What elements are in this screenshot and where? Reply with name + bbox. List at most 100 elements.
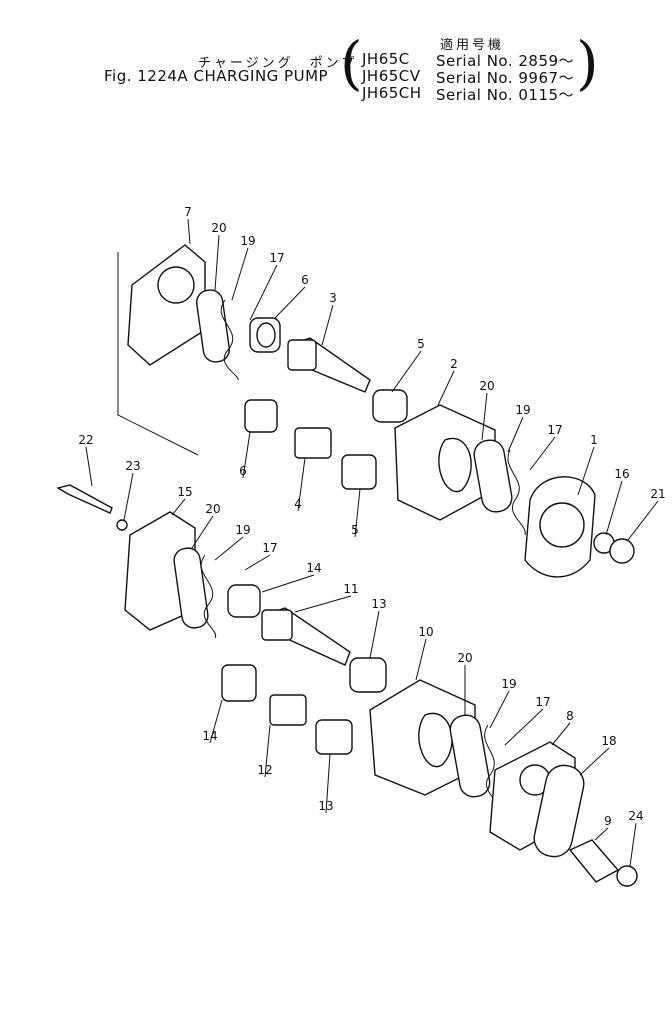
gasket-20-c — [173, 547, 209, 629]
callout-leader-13 — [369, 610, 380, 659]
gasket-18 — [533, 764, 585, 858]
model-jh65ch: JH65CH — [362, 84, 422, 102]
callout-leader-2 — [437, 370, 455, 406]
callout-leader-13 — [325, 753, 331, 814]
callout-label-20: 20 — [211, 221, 226, 235]
serial-jh65ch: Serial No. 0115～ — [436, 86, 575, 104]
model-jh65cv: JH65CV — [362, 67, 421, 85]
callout-label-10: 10 — [418, 625, 433, 639]
callout-leader-10 — [415, 638, 427, 681]
callout-label-1: 1 — [590, 433, 598, 447]
pump-body-2-cavity — [438, 437, 472, 493]
callout-leader-17 — [504, 708, 544, 746]
callout-leader-6 — [242, 431, 251, 479]
header: 適用号機 チャージング ポンプ Fig. 1224A CHARGING PUMP… — [0, 0, 672, 110]
callout-label-18: 18 — [601, 734, 616, 748]
callout-label-6: 6 — [239, 464, 247, 478]
callout-label-17: 17 — [547, 423, 562, 437]
drive-gear-11 — [261, 609, 293, 641]
callout-leader-7 — [187, 218, 191, 245]
serial-jh65c: Serial No. 2859～ — [436, 52, 575, 70]
callout-label-17: 17 — [535, 695, 550, 709]
callout-label-22: 22 — [78, 433, 93, 447]
callout-label-13: 13 — [318, 799, 333, 813]
part-drawings — [56, 244, 638, 887]
callout-label-16: 16 — [614, 467, 629, 481]
sleeve-9 — [568, 839, 620, 883]
callout-label-20: 20 — [479, 379, 494, 393]
callout-leader-24 — [629, 822, 637, 867]
cover-plate-7 — [127, 244, 206, 366]
bushing-6-b — [244, 399, 278, 433]
snap-ring-21 — [609, 538, 635, 564]
callout-label-17: 17 — [262, 541, 277, 555]
callout-leader-6 — [274, 286, 306, 319]
callout-leader-3 — [321, 304, 334, 346]
callout-label-24: 24 — [628, 809, 643, 823]
callout-label-19: 19 — [240, 234, 255, 248]
pump-body-10-cavity — [418, 712, 453, 768]
callout-leader-17 — [244, 554, 271, 571]
callout-leader-1 — [577, 446, 595, 496]
callout-leader-23 — [123, 472, 134, 521]
callout-label-13: 13 — [371, 597, 386, 611]
callout-leader-15 — [171, 498, 186, 516]
callout-leader-20 — [214, 234, 220, 291]
driven-gear-12 — [269, 694, 307, 726]
callout-leader-16 — [605, 480, 623, 536]
callout-label-19: 19 — [235, 523, 250, 537]
callout-leader-5 — [354, 488, 361, 538]
figure-title: Fig. 1224A CHARGING PUMP — [104, 67, 329, 85]
callout-leader-17 — [529, 436, 556, 471]
japanese-title: チャージング ポンプ — [198, 56, 358, 71]
bushing-5-a — [372, 389, 408, 423]
left-bracket: ( — [340, 29, 363, 97]
washer-23 — [116, 519, 128, 531]
callout-label-17: 17 — [269, 251, 284, 265]
callout-label-19: 19 — [515, 403, 530, 417]
callout-label-3: 3 — [329, 291, 337, 305]
callout-leader-18 — [579, 747, 610, 776]
applicable-models-label: 適用号機 — [440, 38, 505, 53]
callout-label-6: 6 — [301, 273, 309, 287]
drive-gear-3 — [287, 339, 317, 371]
callout-leader-11 — [294, 595, 352, 613]
callout-label-7: 7 — [184, 205, 192, 219]
callout-label-5: 5 — [351, 523, 359, 537]
callout-leader-21 — [627, 500, 659, 541]
callout-leader-17 — [249, 264, 278, 321]
callout-label-20: 20 — [457, 651, 472, 665]
seal-19-c — [200, 554, 217, 639]
callout-leader-14 — [261, 574, 315, 593]
callout-label-12: 12 — [257, 763, 272, 777]
seal-19-a — [220, 299, 239, 381]
callout-label-5: 5 — [417, 337, 425, 351]
driven-gear-4 — [294, 427, 332, 459]
callout-leader-12 — [264, 724, 271, 778]
callout-label-19: 19 — [501, 677, 516, 691]
bushing-14-a — [227, 584, 261, 618]
bolt-22 — [56, 484, 113, 514]
bushing-13-b — [315, 719, 353, 755]
callout-label-14: 14 — [306, 561, 321, 575]
rear-cover-1-bore — [539, 502, 585, 548]
callout-label-21: 21 — [650, 487, 665, 501]
callout-label-2: 2 — [450, 357, 458, 371]
callout-leader-19 — [231, 247, 249, 301]
callout-leader-20 — [481, 392, 488, 441]
callout-leader-14 — [209, 699, 223, 744]
serial-jh65cv: Serial No. 9967～ — [436, 69, 575, 87]
cover-plate-7-bore — [157, 266, 195, 304]
gasket-20-d — [449, 714, 491, 798]
callout-label-15: 15 — [177, 485, 192, 499]
callout-leader-19 — [507, 416, 524, 453]
callout-leader-20 — [191, 515, 214, 549]
model-jh65c: JH65C — [362, 50, 410, 68]
guide-line-upper — [117, 252, 199, 456]
callout-leader-22 — [85, 446, 93, 487]
bushing-6-a-hole — [256, 322, 276, 348]
gasket-20-a — [195, 289, 231, 363]
callout-leader-19 — [489, 690, 510, 729]
callout-label-20: 20 — [205, 502, 220, 516]
